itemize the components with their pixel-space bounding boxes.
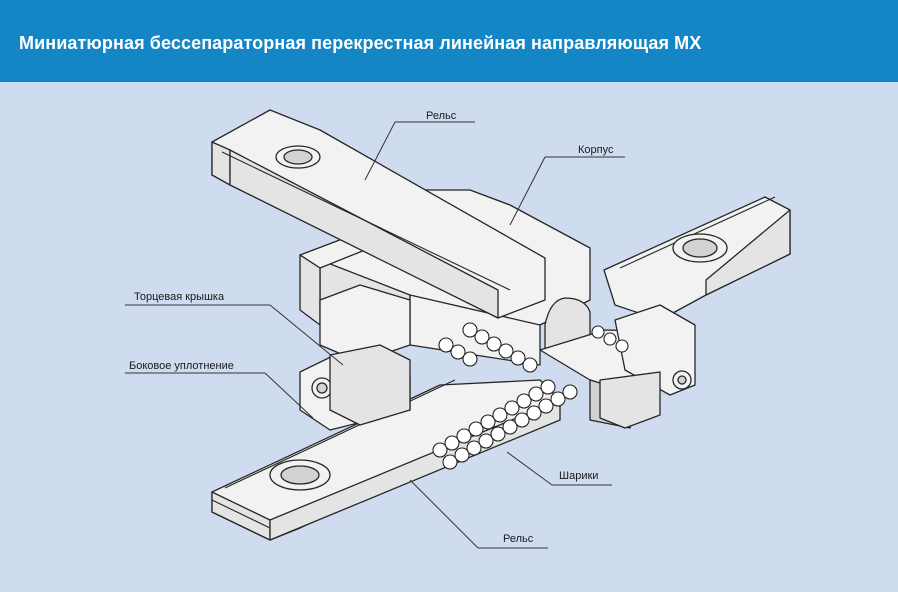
end-cap-right bbox=[599, 304, 696, 429]
body-block-upper bbox=[319, 284, 411, 426]
label-rail-top: Рельс bbox=[426, 110, 457, 122]
page-title: Миниатюрная бессепараторная перекрестная… bbox=[19, 33, 702, 53]
diagram-area: Рельс Корпус Торцевая крышка Боковое упл… bbox=[0, 82, 898, 592]
label-side-seal: Боковое уплотнение bbox=[129, 360, 234, 372]
rail-upper bbox=[211, 109, 546, 319]
leader-lines bbox=[125, 121, 625, 549]
balls-group bbox=[432, 322, 629, 470]
header-bar: Миниатюрная бессепараторная перекрестная… bbox=[0, 0, 898, 82]
label-balls: Шарики bbox=[559, 470, 598, 482]
rail-lower-right-side bbox=[705, 209, 791, 296]
crossed-guide-illustration: Рельс Корпус Торцевая крышка Боковое упл… bbox=[125, 109, 791, 549]
label-body: Корпус bbox=[578, 144, 614, 156]
label-end-cap: Торцевая крышка bbox=[134, 291, 225, 303]
label-rail-bottom: Рельс bbox=[503, 533, 534, 545]
body-notch bbox=[544, 297, 591, 351]
